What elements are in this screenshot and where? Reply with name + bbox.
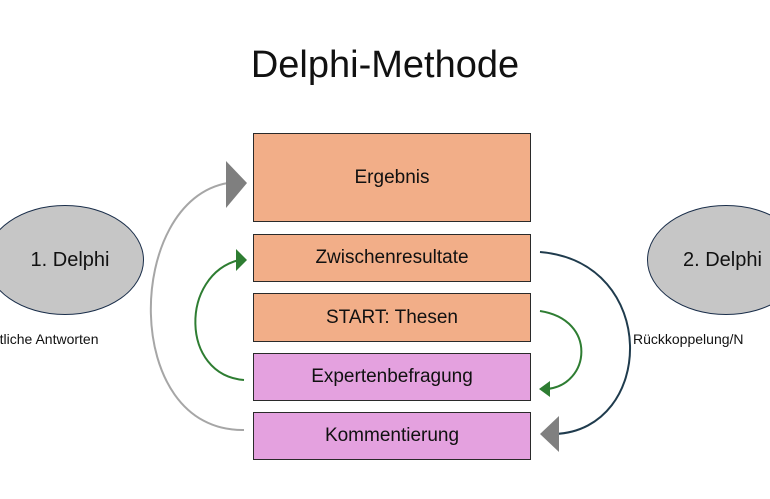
outer-right-arc [539,251,631,435]
inner-left-arrowhead-icon [236,249,247,271]
delphi-round-2-caption: Rückkoppelung/N [633,331,744,347]
box-expertenbefragung: Expertenbefragung [253,353,531,401]
box-kommentierung-label: Kommentierung [324,425,460,446]
page-title: Delphi-Methode [250,44,520,86]
outer-left-arc [149,182,245,432]
delphi-round-2-ellipse: 2. Delphi [647,205,770,315]
inner-left-arc [194,259,245,381]
inner-right-arrowhead-icon [539,381,550,397]
box-zwischenresultate-label: Zwischenresultate [315,247,469,268]
box-kommentierung: Kommentierung [253,412,531,460]
box-zwischenresultate: Zwischenresultate [253,234,531,282]
box-start-thesen: START: Thesen [253,293,531,342]
inner-right-arc [539,310,583,390]
box-expertenbefragung-label: Expertenbefragung [311,366,473,387]
outer-left-arrowhead-icon [226,161,247,208]
outer-right-arrowhead-icon [540,416,559,452]
box-ergebnis-label: Ergebnis [354,166,430,188]
delphi-round-1-caption: riftliche Antworten [0,331,99,347]
delphi-round-2-label: 2. Delphi [683,248,762,271]
box-ergebnis: Ergebnis [253,133,531,222]
box-start-thesen-label: START: Thesen [325,306,458,328]
delphi-round-1-label: 1. Delphi [30,248,110,271]
delphi-round-1-ellipse: 1. Delphi [0,205,144,315]
